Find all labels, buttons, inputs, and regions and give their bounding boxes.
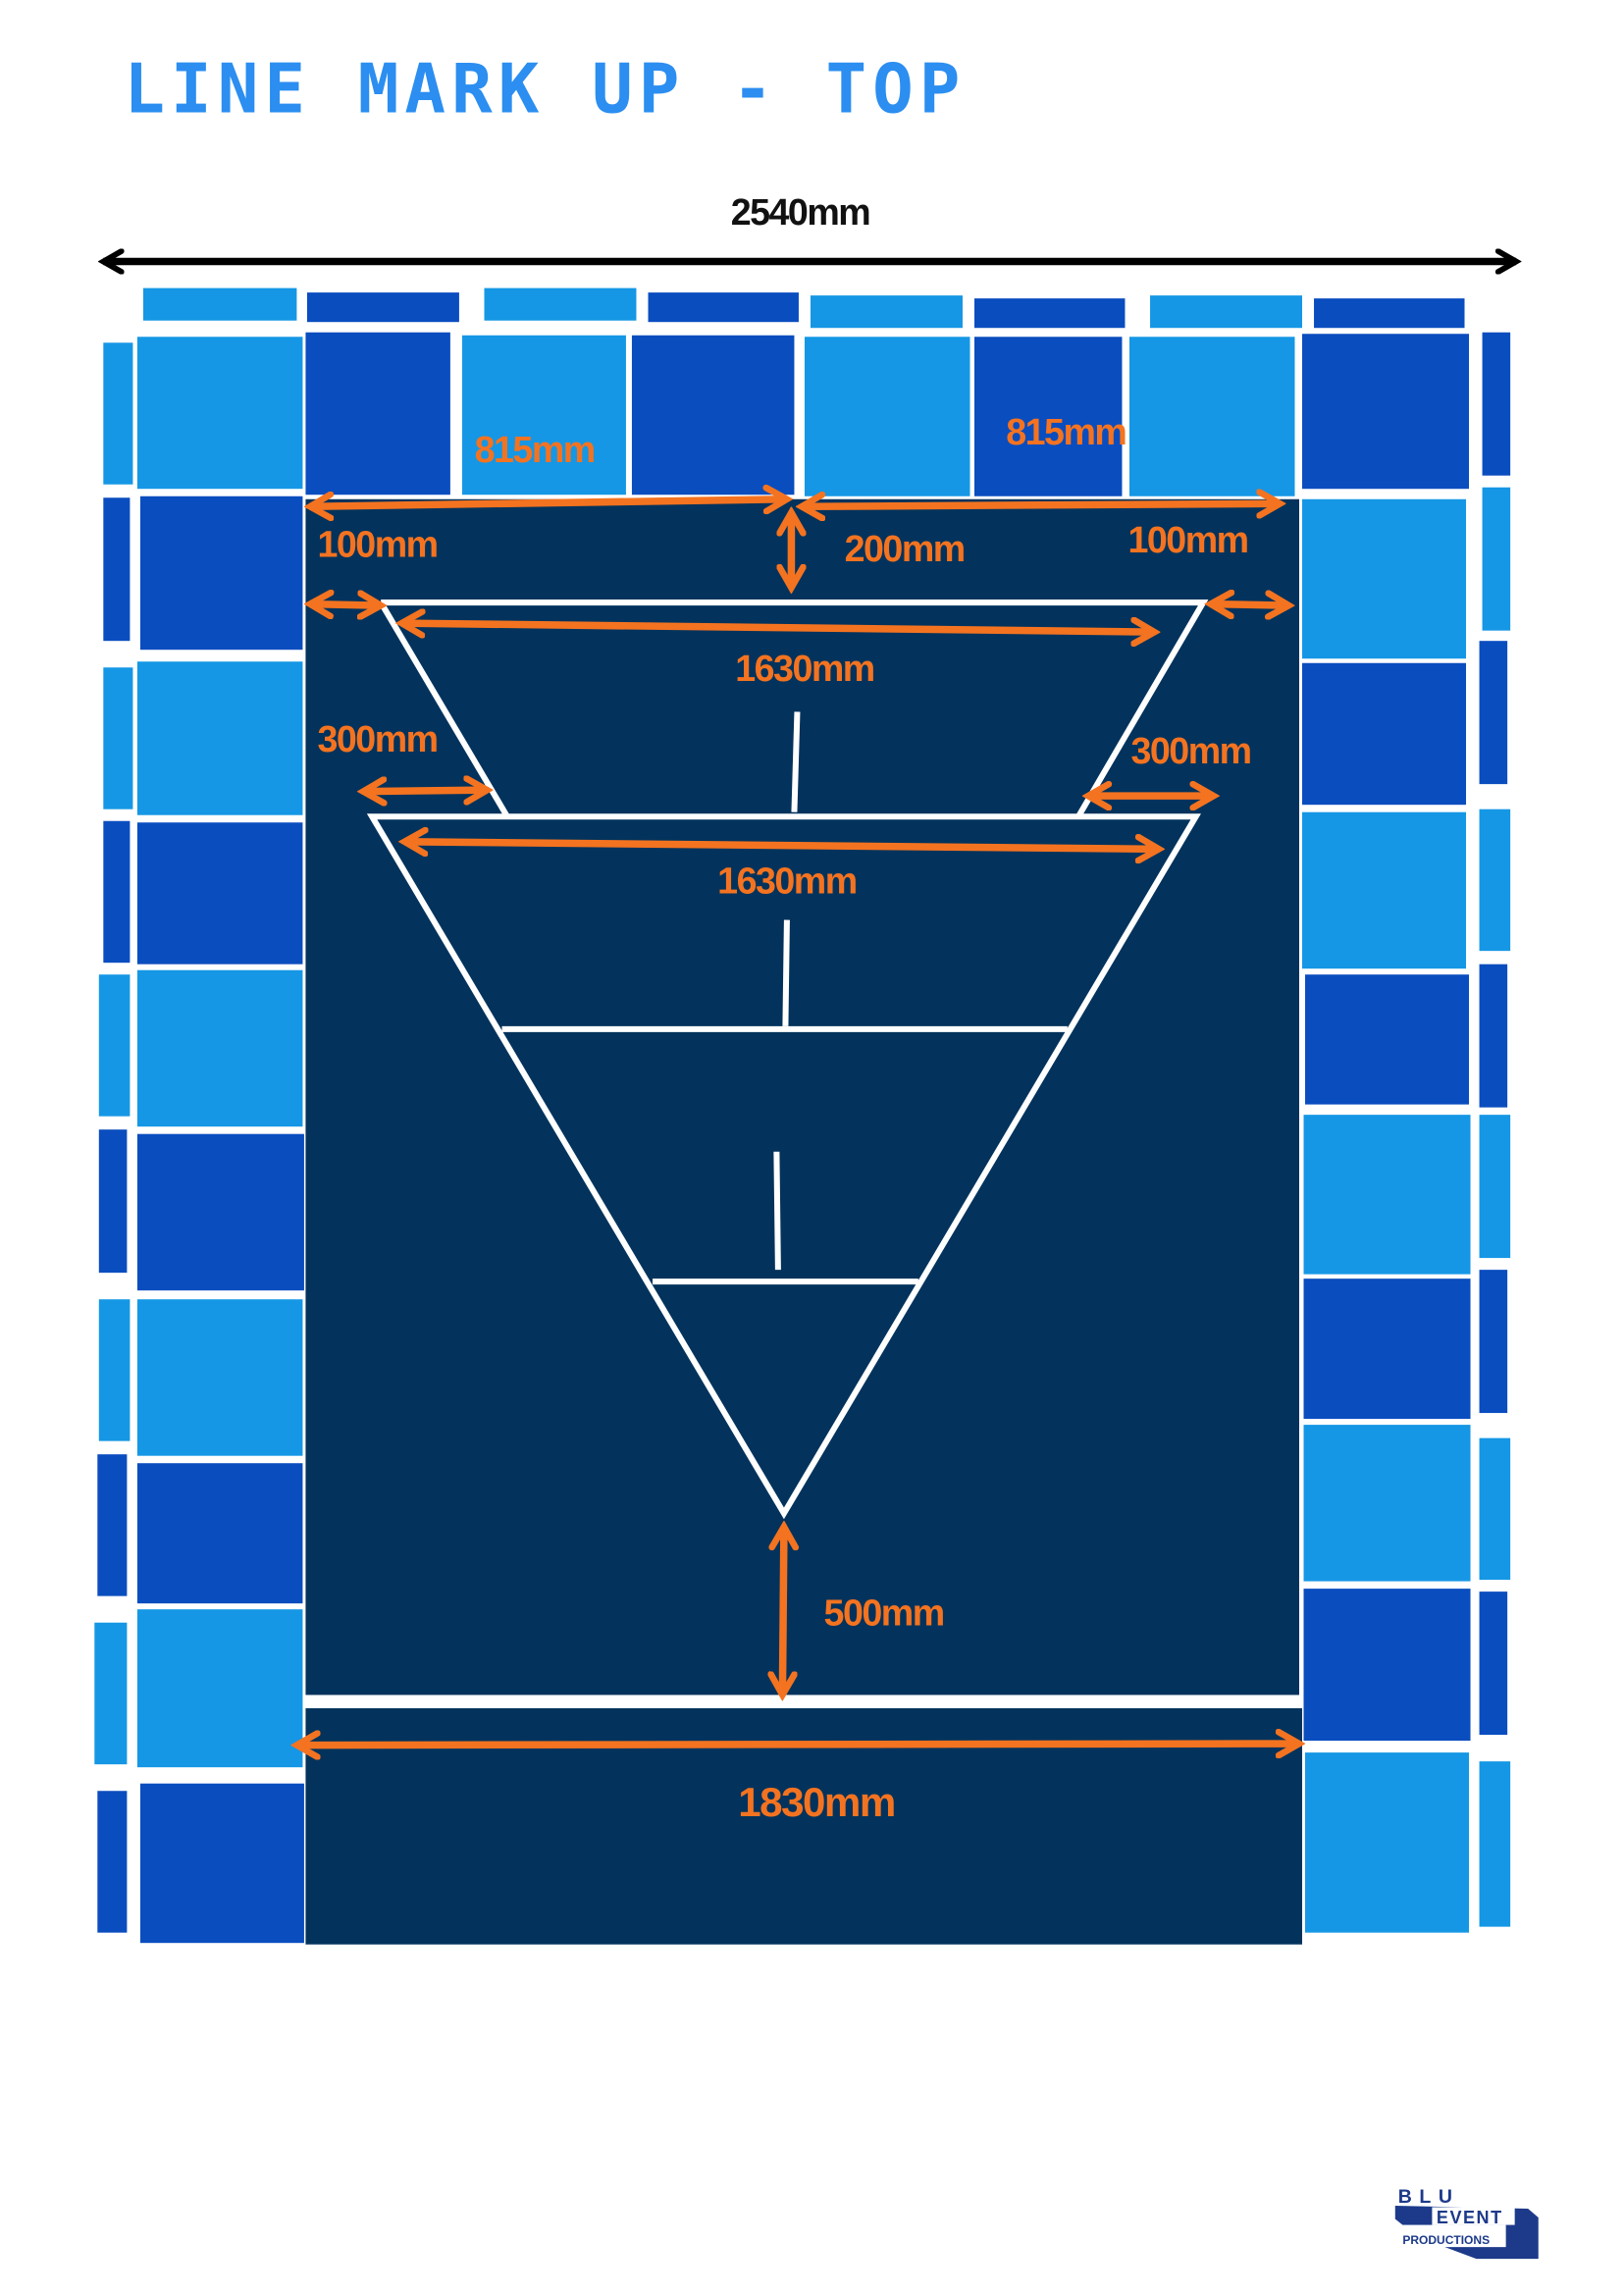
page-title: LINE MARK UP - TOP <box>124 51 966 130</box>
top-right-margin-label: 100mm <box>1127 519 1247 560</box>
left-half-label: 815mm <box>475 429 595 470</box>
blu-event-logo: BLU EVENT PRODUCTIONS <box>1394 2186 1539 2260</box>
svg-text:PRODUCTIONS: PRODUCTIONS <box>1402 2233 1490 2247</box>
dimension-arrows <box>296 499 1299 1746</box>
svg-text:BLU: BLU <box>1398 2186 1460 2208</box>
upper-width-label: 1630mm <box>735 648 874 689</box>
tile-border <box>94 287 1511 1944</box>
lower-width-label: 1630mm <box>717 860 857 901</box>
svg-text:EVENT: EVENT <box>1437 2208 1503 2227</box>
left-offset-label: 300mm <box>317 718 437 759</box>
bottom-gap-label: 500mm <box>824 1592 944 1634</box>
top-left-margin-label: 100mm <box>317 523 437 564</box>
right-offset-label: 300mm <box>1130 730 1250 771</box>
top-gap-label: 200mm <box>845 528 965 569</box>
base-width-label: 1830mm <box>738 1779 895 1825</box>
overall-width-label: 2540mm <box>731 191 870 233</box>
marking-field <box>305 498 1303 1945</box>
right-half-label: 815mm <box>1006 411 1126 452</box>
